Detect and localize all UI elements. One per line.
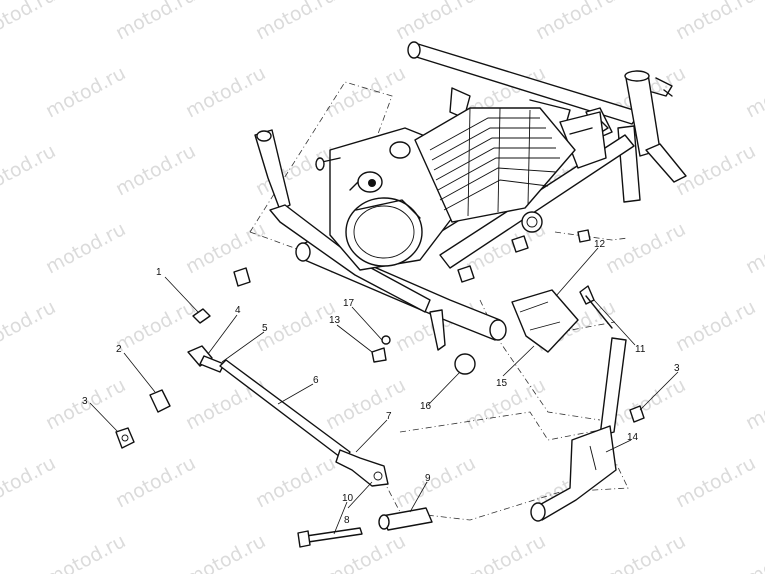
watermark-text: motod.ru bbox=[42, 62, 129, 122]
watermark-text: motod.ru bbox=[742, 374, 765, 434]
callout-16: 16 bbox=[420, 401, 432, 412]
watermark-text: motod.ru bbox=[182, 218, 269, 278]
callout-3: 3 bbox=[674, 363, 680, 374]
watermark-text: motod.ru bbox=[322, 374, 409, 434]
watermark-text: motod.ru bbox=[0, 296, 59, 356]
watermark-text: motod.ru bbox=[182, 530, 269, 574]
callout-13: 13 bbox=[329, 315, 341, 326]
parts-right bbox=[297, 285, 645, 548]
watermark-text: motod.ru bbox=[532, 0, 619, 44]
callout-2: 2 bbox=[116, 344, 122, 355]
watermark-text: motod.ru bbox=[392, 452, 479, 512]
watermark-text: motod.ru bbox=[392, 0, 479, 44]
watermark-text: motod.ru bbox=[602, 218, 689, 278]
watermark-text: motod.ru bbox=[112, 140, 199, 200]
watermark-text: motod.ru bbox=[112, 296, 199, 356]
cylinder-fins bbox=[429, 107, 560, 217]
callout-3: 3 bbox=[82, 396, 88, 407]
callout-8: 8 bbox=[344, 515, 350, 526]
watermark-text: motod.ru bbox=[602, 530, 689, 574]
watermark-text: motod.ru bbox=[42, 218, 129, 278]
watermark-text: motod.ru bbox=[0, 140, 59, 200]
parts-left bbox=[115, 267, 391, 487]
callout-9: 9 bbox=[425, 473, 431, 484]
callout-7: 7 bbox=[386, 411, 392, 422]
watermark-text: motod.ru bbox=[0, 452, 59, 512]
callout-6: 6 bbox=[313, 375, 319, 386]
callout-5: 5 bbox=[262, 323, 268, 334]
callout-4: 4 bbox=[235, 305, 241, 316]
watermark-text: motod.ru bbox=[42, 530, 129, 574]
watermark-text: motod.ru bbox=[252, 0, 339, 44]
watermark-text: motod.ru bbox=[0, 0, 59, 44]
callout-11: 11 bbox=[635, 344, 646, 355]
engine bbox=[315, 107, 591, 283]
watermark-text: motod.ru bbox=[742, 530, 765, 574]
watermark-text: motod.ru bbox=[672, 296, 759, 356]
callout-17: 17 bbox=[343, 298, 355, 309]
watermark-text: motod.ru bbox=[742, 218, 765, 278]
watermark-text: motod.ru bbox=[112, 0, 199, 44]
callout-1: 1 bbox=[156, 267, 162, 278]
callout-15: 15 bbox=[496, 378, 508, 389]
callout-12: 12 bbox=[594, 239, 606, 250]
leader-lines bbox=[89, 247, 679, 535]
callout-14: 14 bbox=[627, 432, 639, 443]
callout-10: 10 bbox=[342, 493, 354, 504]
watermark-text: motod.ru bbox=[322, 62, 409, 122]
watermark-text: motod.ru bbox=[672, 452, 759, 512]
watermark-text: motod.ru bbox=[182, 62, 269, 122]
watermark-text: motod.ru bbox=[462, 530, 549, 574]
watermark-text: motod.ru bbox=[252, 452, 339, 512]
watermark-text: motod.ru bbox=[112, 452, 199, 512]
watermark-text: motod.ru bbox=[672, 0, 759, 44]
watermark-text: motod.ru bbox=[742, 62, 765, 122]
watermark-text: motod.ru bbox=[672, 140, 759, 200]
callout-labels: 1 2 3 3 4 5 6 7 8 9 10 11 12 13 14 15 16… bbox=[82, 239, 680, 526]
